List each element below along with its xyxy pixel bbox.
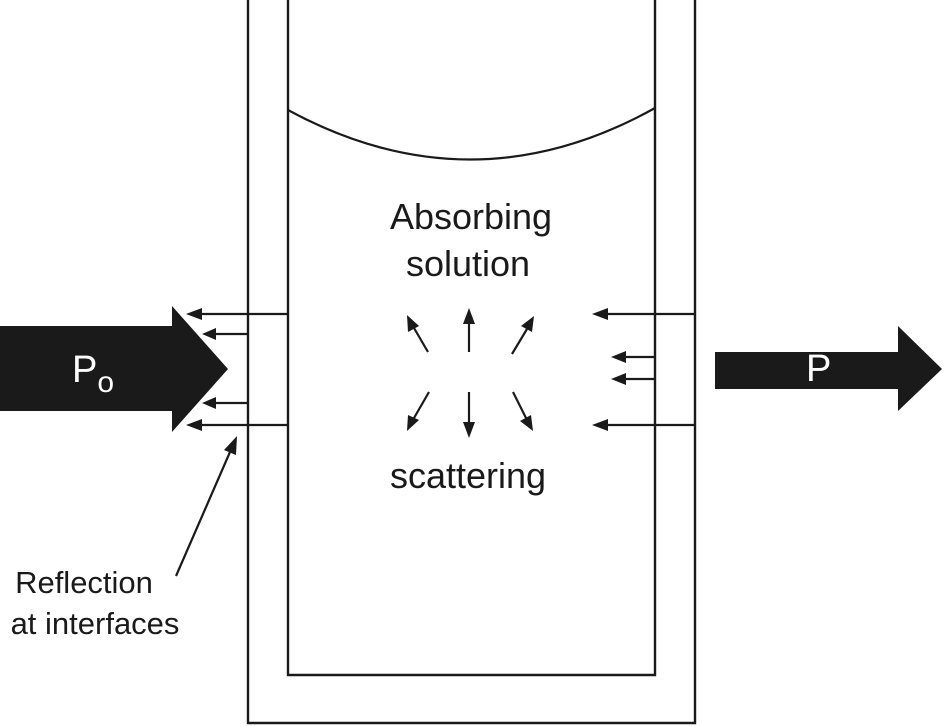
transmitted-beam-label: P — [806, 348, 831, 390]
scattering-label: scattering — [390, 455, 546, 496]
absorbing-solution-label-line2: solution — [406, 243, 530, 284]
absorbing-solution-label-line1: Absorbing — [390, 196, 552, 237]
reflection-label-line2: at interfaces — [11, 606, 180, 641]
reflection-arrows-left — [186, 308, 288, 431]
reflection-arrows-right — [592, 308, 695, 431]
reflection-label-line1: Reflection — [15, 565, 153, 600]
cuvette-outer-wall — [246, 0, 697, 725]
reflection-pointer-arrow — [174, 436, 237, 577]
incident-beam-arrow — [0, 306, 228, 432]
cuvette-inner-wall — [286, 0, 657, 677]
incident-beam-label: Po — [72, 349, 114, 399]
incident-beam-subscript: o — [97, 366, 114, 399]
scattering-arrows — [407, 308, 534, 438]
transmitted-beam-arrow — [715, 326, 942, 411]
solution-meniscus — [287, 107, 656, 161]
